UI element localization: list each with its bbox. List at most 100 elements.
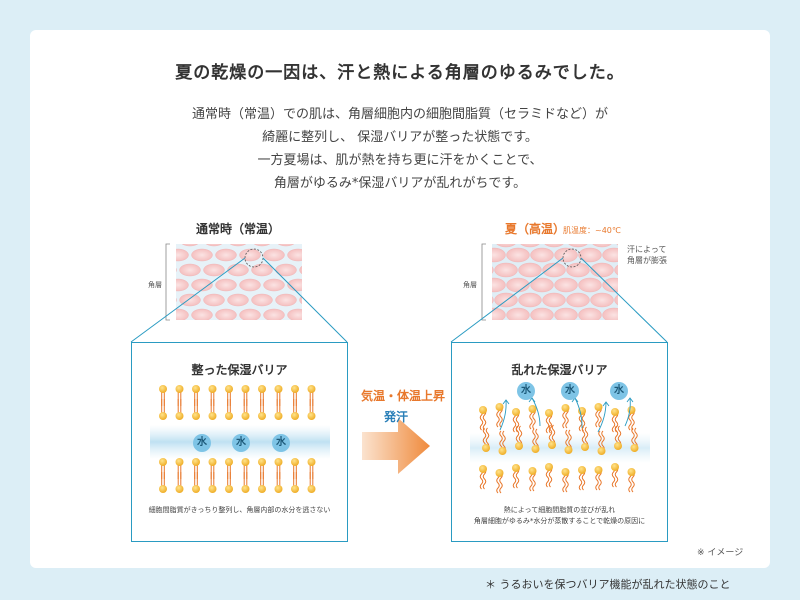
skin-cell [253, 244, 271, 247]
intro-line: 一方夏場は、肌が熱を持ち更に汗をかくことで、 [257, 153, 543, 168]
skin-cell [239, 308, 261, 320]
skin-cell [544, 244, 564, 248]
skin-cell [578, 277, 602, 293]
skin-cell [492, 277, 506, 293]
evaporation-arrowhead [502, 399, 510, 405]
lipid-tail [548, 466, 553, 488]
normal-heading: 通常時（常温） [196, 222, 281, 236]
skin-cell [277, 244, 295, 247]
skin-cell [251, 263, 273, 277]
skin-cell [492, 307, 506, 320]
lipid-head [291, 458, 299, 466]
lipid-head [531, 445, 540, 453]
evaporation-arrowhead [626, 397, 634, 403]
skin-cell [602, 247, 618, 263]
water-molecule: 水 [272, 434, 290, 452]
lipid-head [545, 409, 553, 417]
lipid-tail [532, 470, 536, 492]
ordered-barrier-title: 整った保湿バリア [191, 363, 288, 377]
summer-heading: 夏（高温） [505, 222, 566, 236]
lipid-head [225, 458, 233, 466]
skin-cell [506, 247, 530, 263]
skin-cell [203, 293, 225, 307]
lipid-head [274, 412, 283, 420]
disordered-barrier-title: 乱れた保湿バリア [511, 363, 608, 377]
lipid-tail [584, 426, 589, 448]
lipid-head [578, 466, 586, 474]
lipid-head [159, 458, 167, 466]
lipid-tail [565, 471, 569, 493]
lipid-head [159, 412, 167, 420]
disordered-barrier-caption: 熱によって細胞間脂質の並びが乱れ 角層細胞がゆるみ*水分が蒸散することで乾燥の原… [452, 505, 667, 527]
lipid-head [208, 412, 217, 420]
skin-cell [239, 278, 261, 292]
lipid-head [225, 385, 233, 393]
skin-cell [554, 307, 578, 320]
lipid-head [495, 403, 504, 411]
skin-cell [496, 244, 516, 248]
intro-line: 角層がゆるみ*保湿バリアが乱れがちです。 [273, 176, 527, 191]
lipid-tail [565, 407, 569, 429]
lipid-tail [515, 467, 520, 489]
lipid-head [594, 403, 603, 411]
ordered-barrier-caption: 細胞間脂質がきっちり整列し、角層内部の水分を逃さない [132, 505, 347, 516]
skin-cell [205, 244, 223, 247]
lipid-head [611, 463, 619, 471]
lipid-head [258, 385, 266, 393]
lipid-head [512, 408, 520, 416]
skin-cell [191, 278, 213, 292]
water-molecule: 水 [517, 382, 535, 400]
image-note: ※ イメージ [697, 548, 744, 558]
lipid-head [175, 412, 184, 420]
lipid-head [307, 412, 316, 420]
lipid-tail [499, 406, 503, 428]
intro-line: 通常時（常温）での肌は、角層細胞内の細胞間脂質（セラミドなど）が [191, 107, 608, 122]
lipid-head [479, 465, 487, 473]
lipid-head [482, 444, 490, 452]
skin-cell [590, 292, 614, 308]
lipid-head [528, 467, 537, 475]
skin-cell [578, 247, 602, 263]
lipid-head [192, 485, 200, 493]
lipid-head [545, 463, 553, 471]
skin-cell [530, 307, 554, 320]
lipid-head [258, 458, 266, 466]
water-molecule: 水 [193, 434, 211, 452]
lipid-head [258, 412, 266, 420]
lipid-head [225, 485, 233, 493]
lipid-head [208, 485, 217, 493]
caption-line: 熱によって細胞間脂質の並びが乱れ [503, 506, 616, 514]
skin-cell [251, 293, 273, 307]
lipid-head [528, 405, 537, 413]
lipid-head [274, 485, 283, 493]
lipid-tail [499, 472, 503, 494]
lipid-head [495, 469, 504, 477]
lipid-tail [482, 409, 487, 431]
skin-cell [275, 293, 297, 307]
skin-cell [227, 293, 249, 307]
skin-cell [215, 308, 237, 320]
zoom-line [262, 257, 348, 343]
lipid-tail [598, 469, 602, 491]
skin-cell [263, 248, 285, 262]
swell-note-line: 角層が膨張 [627, 256, 667, 265]
skin-cell [566, 262, 590, 278]
intro-text: 通常時（常温）での肌は、角層細胞内の細胞間脂質（セラミドなど）が 綺麗に整列し、… [0, 103, 800, 195]
skin-cell [176, 248, 189, 262]
arrow-label-sweat: 発汗 [384, 410, 409, 424]
skin-cell [506, 307, 530, 320]
lipid-tail [634, 427, 638, 449]
skin-cell [592, 244, 612, 248]
skin-cell [287, 278, 302, 292]
skin-cell [299, 295, 302, 305]
lipid-tail [617, 425, 622, 447]
skin-cell [542, 292, 566, 308]
lipid-tail [631, 471, 635, 493]
lipid-tail [601, 430, 605, 452]
skin-cell [215, 278, 237, 292]
lipid-head [175, 485, 184, 493]
lipid-head [274, 385, 283, 393]
lipid-head [192, 412, 200, 420]
lipid-head [561, 468, 570, 476]
